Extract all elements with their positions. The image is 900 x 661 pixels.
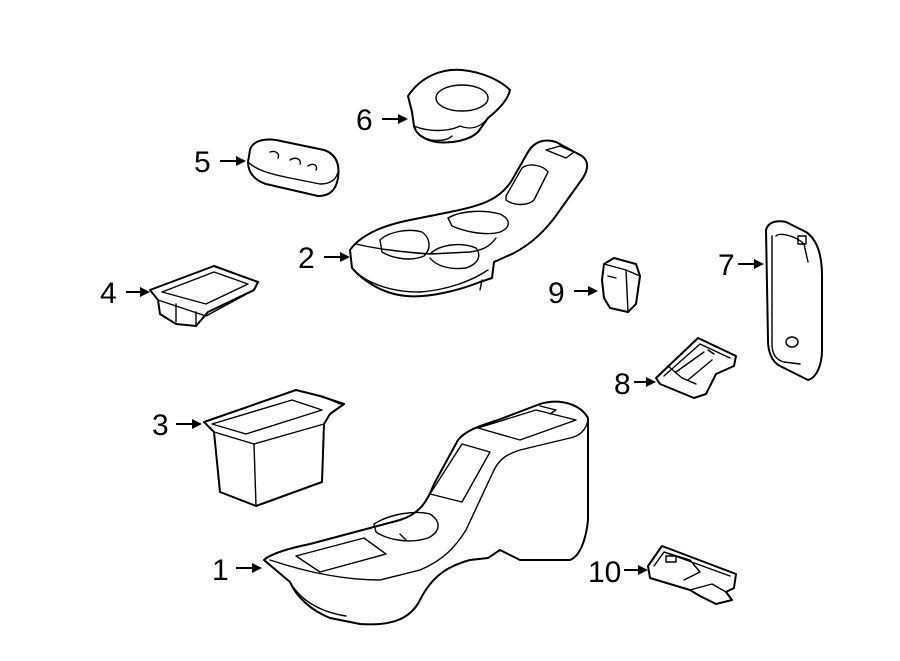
callout-4: 4 — [100, 277, 150, 310]
callout-4-label: 4 — [100, 277, 117, 310]
callout-6: 6 — [356, 104, 408, 137]
callout-8: 8 — [614, 368, 656, 401]
callout-9-label: 9 — [548, 277, 565, 310]
callout-2-label: 2 — [298, 242, 315, 275]
part-10-latch-plate[interactable] — [647, 545, 737, 605]
callout-8-label: 8 — [614, 368, 631, 401]
part-3-storage-bin[interactable] — [203, 389, 345, 507]
callout-5: 5 — [194, 146, 246, 179]
callout-9: 9 — [548, 277, 598, 310]
part-5-lid[interactable] — [247, 138, 340, 197]
callout-10: 10 — [588, 556, 648, 589]
callout-7: 7 — [718, 249, 764, 282]
part-2-console-trim[interactable] — [349, 139, 588, 298]
part-6-cup-holder[interactable] — [407, 68, 511, 144]
callout-10-label: 10 — [588, 556, 621, 589]
callout-3: 3 — [152, 409, 202, 442]
callout-1: 1 — [212, 554, 262, 587]
callout-6-label: 6 — [356, 104, 373, 137]
callout-7-label: 7 — [718, 249, 735, 282]
part-9-bracket[interactable] — [601, 257, 641, 313]
callout-5-label: 5 — [194, 146, 211, 179]
callout-1-label: 1 — [212, 554, 229, 587]
part-8-hinge-bracket[interactable] — [655, 337, 737, 399]
part-4-storage-tray[interactable] — [149, 265, 259, 327]
part-7-armrest-lid[interactable] — [765, 220, 823, 381]
part-1-console-body[interactable] — [263, 400, 589, 626]
callout-3-label: 3 — [152, 409, 169, 442]
callout-2: 2 — [298, 242, 350, 275]
